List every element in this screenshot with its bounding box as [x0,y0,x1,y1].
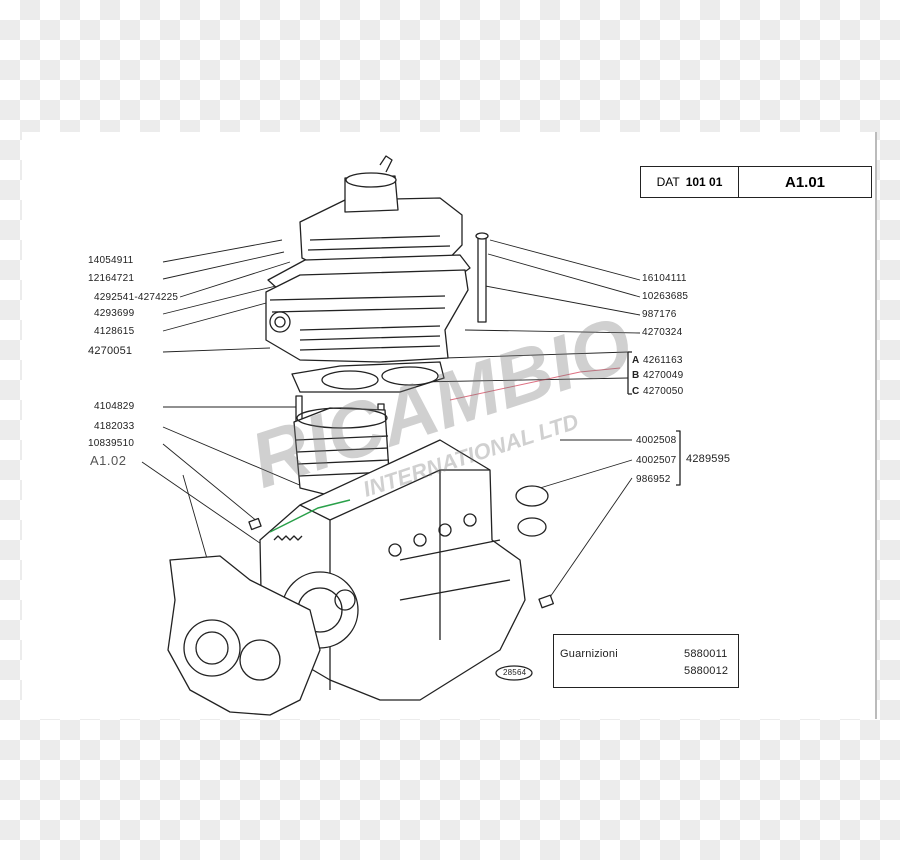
group-item-986952: 986952 [636,474,671,485]
label-10263685: 10263685 [642,291,689,302]
label-10839510: 10839510 [88,438,135,449]
option-a-letter: A [632,355,640,366]
right-leader-lines [417,239,641,601]
label-16104111: 16104111 [642,273,687,284]
label-4293699: 4293699 [94,308,135,319]
label-12164721: 12164721 [88,273,135,284]
label-4270324: 4270324 [642,327,683,338]
drawing-number: 28564 [503,668,527,677]
gasket-label: Guarnizioni [560,648,618,660]
label-4292541: 4292541-4274225 [94,292,179,303]
label-14054911: 14054911 [88,255,134,266]
option-b-letter: B [632,370,640,381]
header-box: DAT 101 01 A1.01 [640,166,872,198]
dat-label: DAT [656,175,680,189]
group-item-4002507: 4002507 [636,455,677,466]
option-a-code: 4261163 [643,355,683,366]
group-total: 4289595 [686,453,731,465]
option-b-code: 4270049 [643,370,684,381]
page-code: A1.01 [784,173,826,191]
gasket-code-2: 5880012 [684,665,729,677]
option-c-code: 4270050 [643,386,684,397]
dat-cell: DAT 101 01 [641,167,739,197]
label-4128615: 4128615 [94,326,135,337]
label-4182033: 4182033 [94,421,135,432]
label-4270051: 4270051 [88,345,133,357]
reference-a1-02: A1.02 [90,453,127,468]
label-987176: 987176 [642,309,677,320]
label-4104829: 4104829 [94,401,135,412]
dat-number: 101 01 [685,175,723,189]
gasket-code-1: 5880011 [684,648,728,660]
group-item-4002508: 4002508 [636,435,677,446]
gasket-kit-box [553,634,739,688]
option-c-letter: C [632,386,640,397]
drawing-number-oval [495,665,533,681]
